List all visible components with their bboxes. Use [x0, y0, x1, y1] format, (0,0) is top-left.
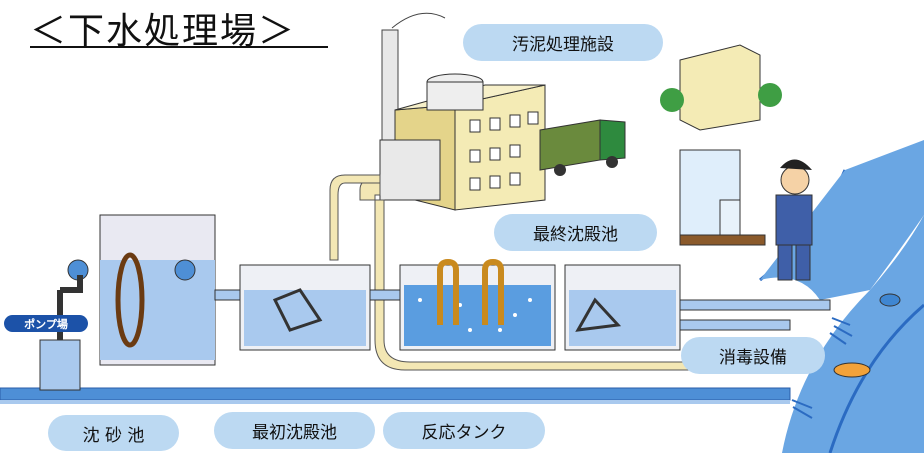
truck [539, 119, 601, 171]
primary-settling-label: 最初沈殿池 [214, 412, 375, 449]
final-settling-label: 最終沈殿池 [494, 214, 657, 251]
river [782, 215, 924, 453]
title-underline [30, 46, 328, 48]
reaction-tank-label: 反応タンク [383, 412, 545, 449]
lab-desk [679, 234, 766, 246]
disinfection-label: 消毒設備 [681, 337, 825, 374]
sludge-facility-label: 汚泥処理施設 [463, 24, 663, 61]
office-building [679, 44, 761, 131]
pump-station-label: ポンプ場 [4, 315, 88, 332]
scientist [775, 159, 813, 281]
fish [833, 362, 871, 378]
bottom-pipe [0, 387, 791, 401]
grit-chamber-label: 沈 砂 池 [48, 415, 179, 451]
page-title: ＜下水処理場＞ [30, 11, 297, 52]
